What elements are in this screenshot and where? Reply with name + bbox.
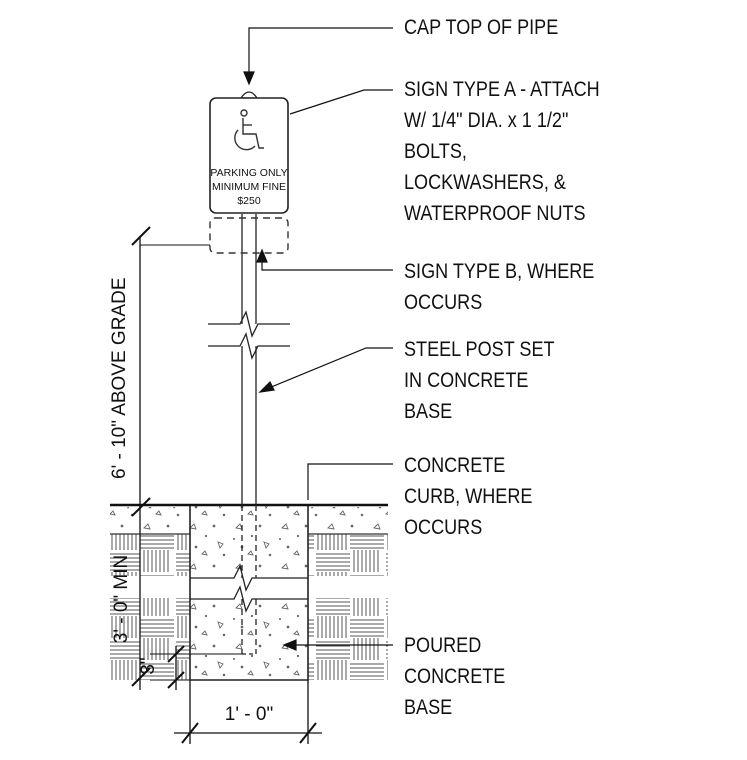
sign-text: PARKING ONLY MINIMUM FINE $250 (210, 166, 288, 208)
callout-sign-type-b: SIGN TYPE B, WHERE OCCURS (404, 260, 595, 314)
callout-cap-top-of-pipe: CAP TOP OF PIPE (404, 16, 559, 39)
callout-poured-concrete-base: POURED CONCRETE BASE (404, 634, 506, 719)
concrete-base (189, 505, 309, 681)
dimension-label-above-grade: 6' - 10" ABOVE GRADE (109, 277, 130, 479)
sign-type-b-outline (209, 217, 289, 254)
sign-type-a-panel (209, 97, 289, 214)
concrete-curb-left (110, 507, 190, 535)
dimension-above-grade (131, 226, 210, 517)
dimension-label-bottom-cover: 3" (138, 657, 159, 675)
callout-sign-type-a: SIGN TYPE A - ATTACH W/ 1/4" DIA. x 1 1/… (404, 78, 600, 225)
soil-hatch-right (308, 534, 388, 680)
leader-lines (243, 27, 393, 651)
dimension-bottom-cover (150, 645, 242, 690)
dimension-width (174, 680, 322, 744)
wheelchair-accessibility-icon (234, 109, 264, 151)
sign-line-minimum-fine: MINIMUM FINE (211, 181, 287, 193)
pipe-cap (239, 91, 259, 99)
soil-hatch-left (110, 534, 190, 680)
concrete-curb-right (308, 507, 388, 535)
steel-post (208, 214, 290, 655)
sign-line-fine-amount: $250 (237, 195, 261, 207)
callout-steel-post: STEEL POST SET IN CONCRETE BASE (404, 338, 555, 423)
callout-concrete-curb: CONCRETE CURB, WHERE OCCURS (404, 454, 533, 539)
dimension-label-min-depth: 3' - 0" MIN (111, 554, 132, 644)
dimension-label-width: 1' - 0" (224, 704, 274, 725)
dimension-min-depth (131, 505, 151, 690)
sign-line-parking-only: PARKING ONLY (210, 167, 288, 179)
